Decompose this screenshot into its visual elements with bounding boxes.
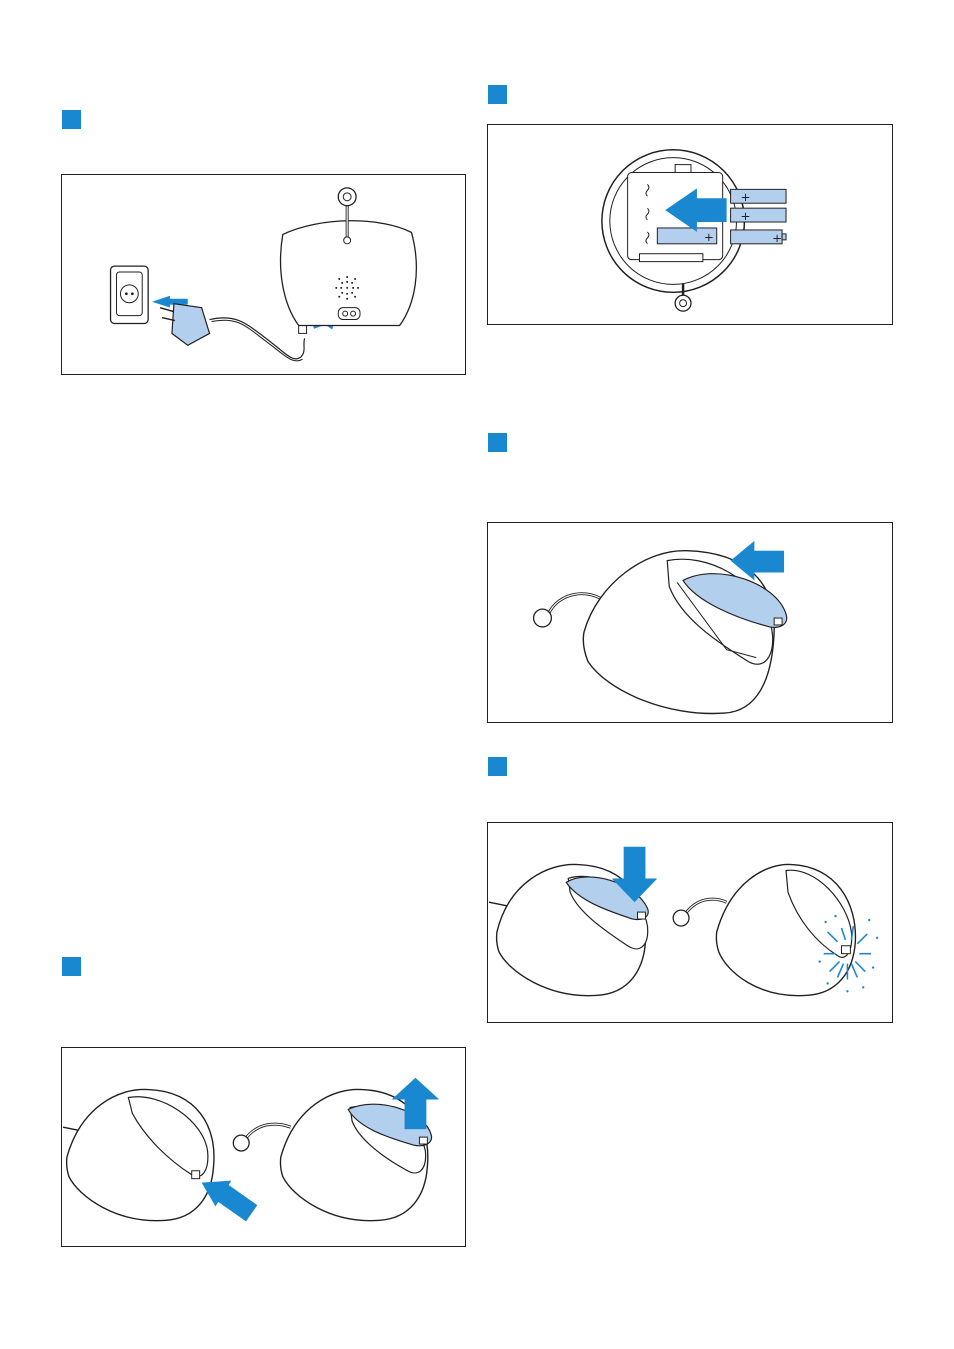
step-marker-2: [488, 85, 507, 104]
figure-battery-cover-close: [487, 822, 893, 1023]
step-marker-1: [62, 110, 81, 129]
battery-cover-open-illustration: [62, 1048, 465, 1246]
svg-text:+: +: [740, 209, 750, 223]
figure-battery-insertion: + + + +: [487, 124, 893, 325]
figure-power-adapter: [61, 174, 466, 375]
figure-battery-cover-slide: [487, 522, 893, 723]
step-marker-5: [62, 957, 81, 976]
step-marker-4: [488, 757, 507, 776]
figure-battery-cover-open: [61, 1047, 466, 1247]
svg-text:+: +: [740, 190, 750, 204]
battery-insertion-illustration: + + + +: [488, 125, 892, 324]
step-marker-3: [488, 433, 507, 452]
svg-text:+: +: [772, 231, 782, 245]
battery-cover-slide-illustration: [488, 523, 892, 722]
battery-cover-close-illustration: [488, 823, 892, 1022]
svg-text:+: +: [704, 230, 714, 244]
power-adapter-connection-illustration: [62, 175, 465, 374]
